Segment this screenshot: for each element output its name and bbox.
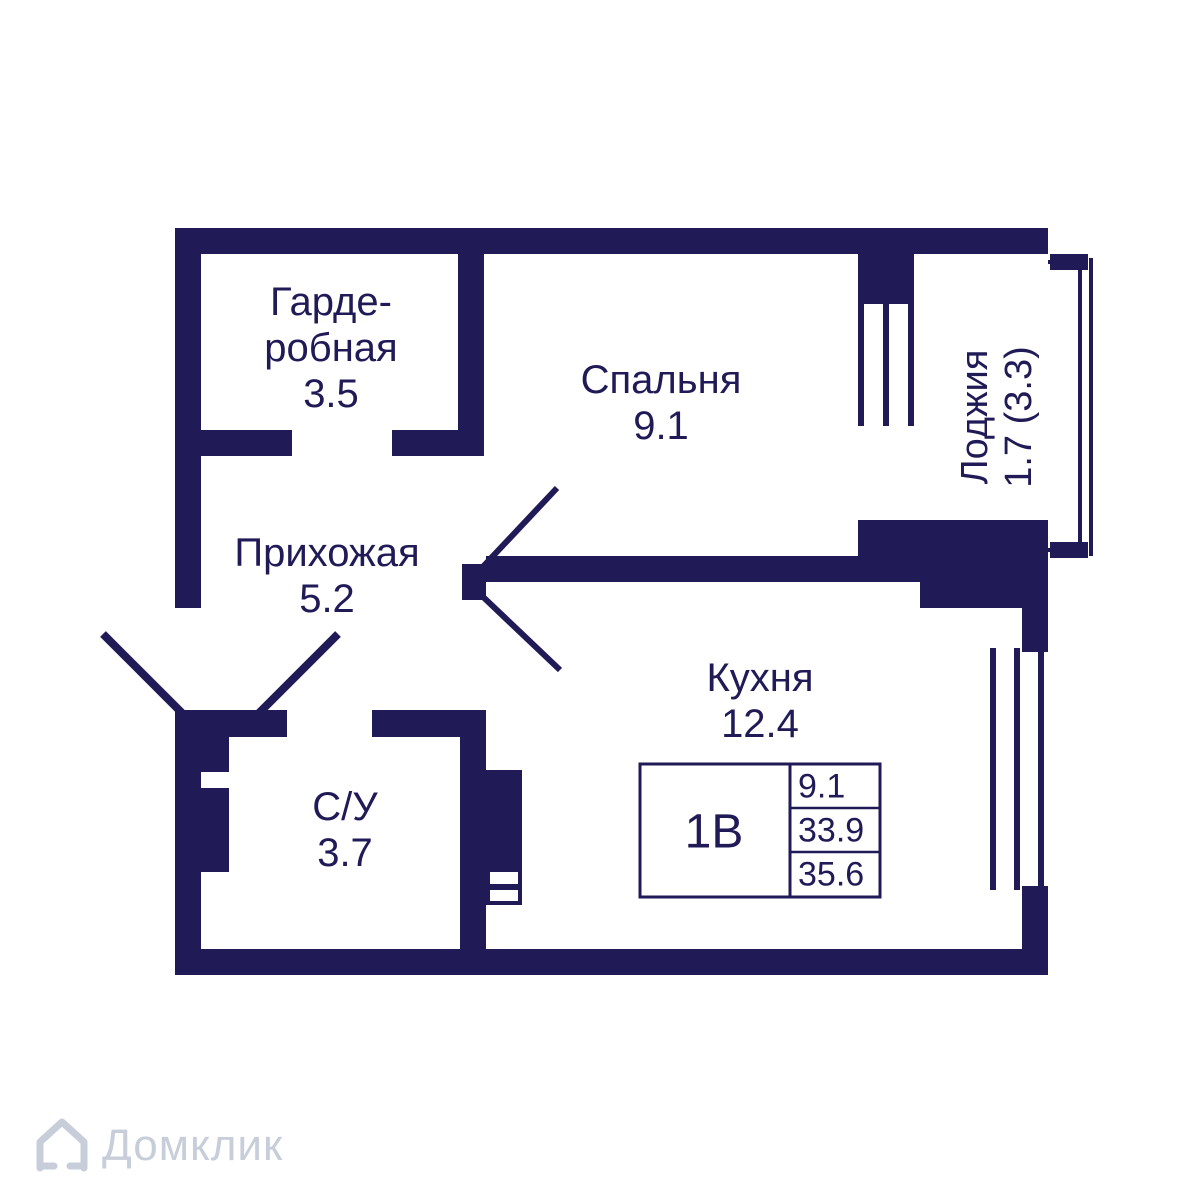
room-label-bedroom: Спальня 9.1	[581, 357, 742, 449]
kitchen-window-icon	[990, 648, 1044, 890]
unit-area-row: 9.1	[798, 767, 846, 806]
room-area: 12.4	[721, 702, 799, 746]
info-box-border	[638, 762, 882, 899]
room-area: 3.7	[317, 831, 373, 875]
room-area: 5.2	[299, 577, 355, 621]
room-name-line: робная	[264, 326, 398, 370]
room-label-kitchen: Кухня 12.4	[706, 655, 813, 747]
house-logo-icon	[36, 1118, 88, 1172]
room-name-line: Прихожая	[234, 531, 420, 575]
room-name-line: Лоджия	[954, 349, 996, 485]
room-label-loggia: Лоджия 1.7 (3.3)	[953, 346, 1041, 488]
room-name-line: Кухня	[706, 656, 814, 700]
room-name-line: Гарде-	[270, 280, 392, 324]
unit-area-row: 35.6	[798, 855, 865, 894]
entrance-door-swing-icon	[100, 631, 341, 717]
unit-area-row: 33.9	[798, 811, 865, 850]
unit-type-label: 1В	[684, 805, 744, 859]
room-area: 3.5	[303, 372, 359, 416]
room-area: 1.7 (3.3)	[998, 346, 1040, 488]
room-name-line: Спальня	[580, 358, 742, 402]
room-area: 9.1	[633, 404, 689, 448]
bedroom-window-icon	[858, 304, 914, 426]
outer-walls	[175, 228, 1048, 975]
room-name-line: С/У	[312, 785, 378, 829]
room-label-wardrobe: Гарде- робная 3.5	[264, 279, 397, 417]
room-label-hallway: Прихожая 5.2	[234, 530, 419, 622]
interior-door-swing-icon	[475, 485, 563, 673]
loggia-glazing-icon	[1048, 254, 1093, 558]
room-label-bathroom: С/У 3.7	[312, 784, 377, 876]
watermark-brand: Домклик	[102, 1121, 284, 1170]
